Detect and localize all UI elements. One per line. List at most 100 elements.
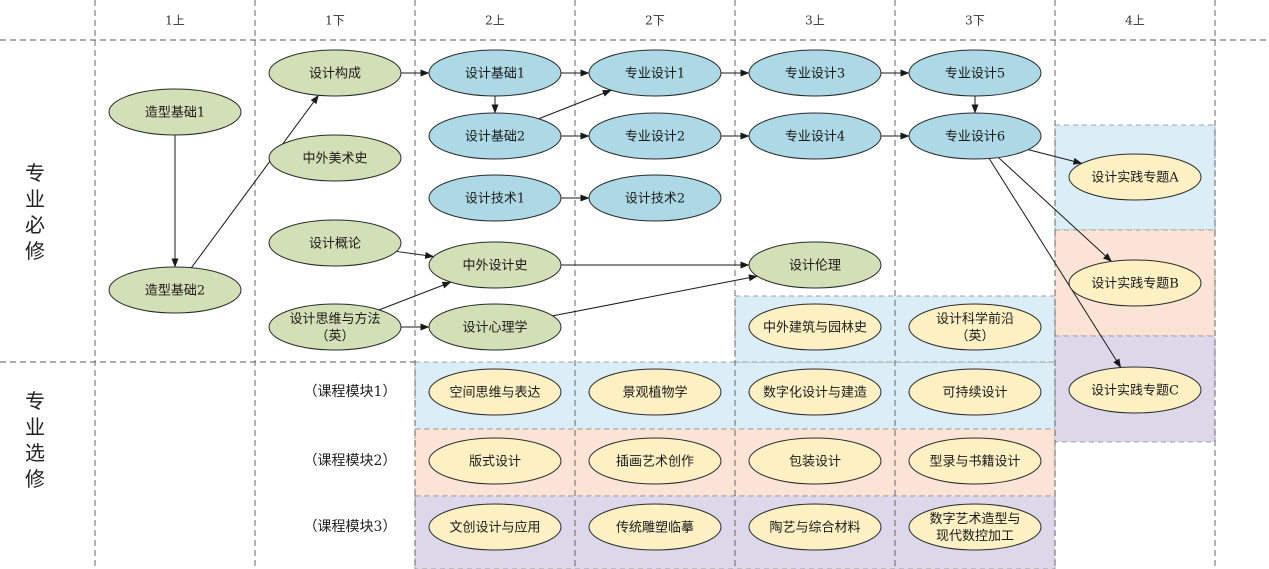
module-label: （课程模块3） [304,519,397,535]
course-node: 景观植物学 [588,368,722,416]
course-node: 数字艺术造型与现代数控加工 [908,503,1042,551]
module-labels: （课程模块1） （课程模块2） （课程模块3） [304,384,397,535]
course-name: 中外建筑与园林史 [763,320,867,336]
course-node: 版式设计 [428,437,562,485]
course-node: 可持续设计 [908,368,1042,416]
course-ellipse [588,503,722,551]
course-name: 空间思维与表达 [449,386,540,401]
course-ellipse [1068,153,1202,201]
course-node: 设计心理学 [428,303,562,351]
course-ellipse [268,303,402,351]
course-node: 设计基础2 [428,112,562,160]
course-node: 设计科学前沿（英） [908,303,1042,351]
course-ellipse [908,503,1042,551]
course-name: 设计实践专题A [1091,171,1179,186]
course-ellipse [908,49,1042,97]
course-ellipse [908,437,1042,485]
semester-header: 3下 [965,14,985,28]
course-name: 专业设计5 [945,67,1005,82]
course-ellipse [1068,259,1202,307]
course-node: 设计思维与方法（英） [268,303,402,351]
course-ellipse [428,368,562,416]
course-name: 造型基础2 [145,284,205,299]
course-name: 版式设计 [469,455,521,470]
course-ellipse [108,266,242,314]
course-node: 包装设计 [748,437,882,485]
course-ellipse [748,303,882,351]
course-name: 专业设计6 [945,130,1005,145]
course-node: 造型基础1 [108,88,242,136]
course-ellipse [428,49,562,97]
course-name: 传统雕塑临摹 [616,521,694,536]
course-ellipse [588,112,722,160]
prerequisite-arrow [1028,149,1083,165]
prerequisite-arrow [538,89,612,120]
course-node: 专业设计3 [748,49,882,97]
course-name: 数字艺术造型与现代数控加工 [929,512,1020,544]
module-label: （课程模块2） [304,453,397,469]
course-name: 陶艺与综合材料 [769,520,860,536]
course-name: 文创设计与应用 [449,520,540,536]
course-node: 传统雕塑临摹 [588,503,722,551]
course-node: 专业设计6 [908,112,1042,160]
course-node: 设计技术1 [428,174,562,222]
course-node: 设计基础1 [428,49,562,97]
course-node: 中外设计史 [428,241,562,289]
course-name: 设计构成 [309,67,361,82]
course-ellipse [268,219,402,267]
course-ellipse [428,112,562,160]
course-node: 设计技术2 [588,174,722,222]
course-name: 专业设计1 [625,67,685,82]
course-ellipse [268,49,402,97]
course-ellipse [908,303,1042,351]
course-name: 景观植物学 [622,385,687,401]
course-name: 设计基础1 [465,67,525,82]
course-node: 专业设计5 [908,49,1042,97]
course-name: 设计实践专题B [1091,277,1179,292]
course-name: 设计心理学 [462,320,527,336]
module-label: （课程模块1） [304,384,397,400]
semester-header: 1上 [165,14,185,28]
course-ellipse [428,174,562,222]
course-ellipse [428,503,562,551]
course-ellipse [748,368,882,416]
prerequisite-arrows [171,69,1122,368]
course-node: 陶艺与综合材料 [748,503,882,551]
course-ellipse [588,174,722,222]
course-node: 专业设计4 [748,112,882,160]
semester-header: 2下 [645,14,665,28]
course-node: 文创设计与应用 [428,503,562,551]
course-ellipse [588,437,722,485]
course-name: 包装设计 [789,455,841,470]
course-node: 中外美术史 [268,134,402,182]
course-name: 造型基础1 [145,106,205,121]
course-ellipse [908,368,1042,416]
course-node: 空间思维与表达 [428,368,562,416]
section-label-elective: 专业选修 [25,389,45,491]
course-name: 设计思维与方法（英） [289,311,380,344]
course-node: 中外建筑与园林史 [748,303,882,351]
course-ellipse [748,503,882,551]
course-node: 设计伦理 [748,241,882,289]
course-ellipse [748,241,882,289]
semester-header: 1下 [325,14,345,28]
prerequisite-arrow [396,250,435,259]
course-name: 设计概论 [309,237,361,252]
course-node: 设计实践专题C [1068,366,1202,414]
course-name: 可持续设计 [942,386,1007,401]
course-node: 型录与书籍设计 [908,437,1042,485]
course-name: 型录与书籍设计 [929,454,1020,470]
course-ellipse [108,88,242,136]
course-ellipse [428,241,562,289]
course-ellipse [588,368,722,416]
course-name: 设计伦理 [789,259,841,274]
course-nodes: 造型基础1造型基础2设计构成中外美术史设计概论设计思维与方法（英）中外设计史设计… [108,49,1202,551]
prerequisite-arrow [988,158,1122,368]
course-ellipse [1068,366,1202,414]
course-node: 专业设计2 [588,112,722,160]
course-name: 专业设计2 [625,130,685,145]
prerequisite-arrow [998,157,1112,262]
